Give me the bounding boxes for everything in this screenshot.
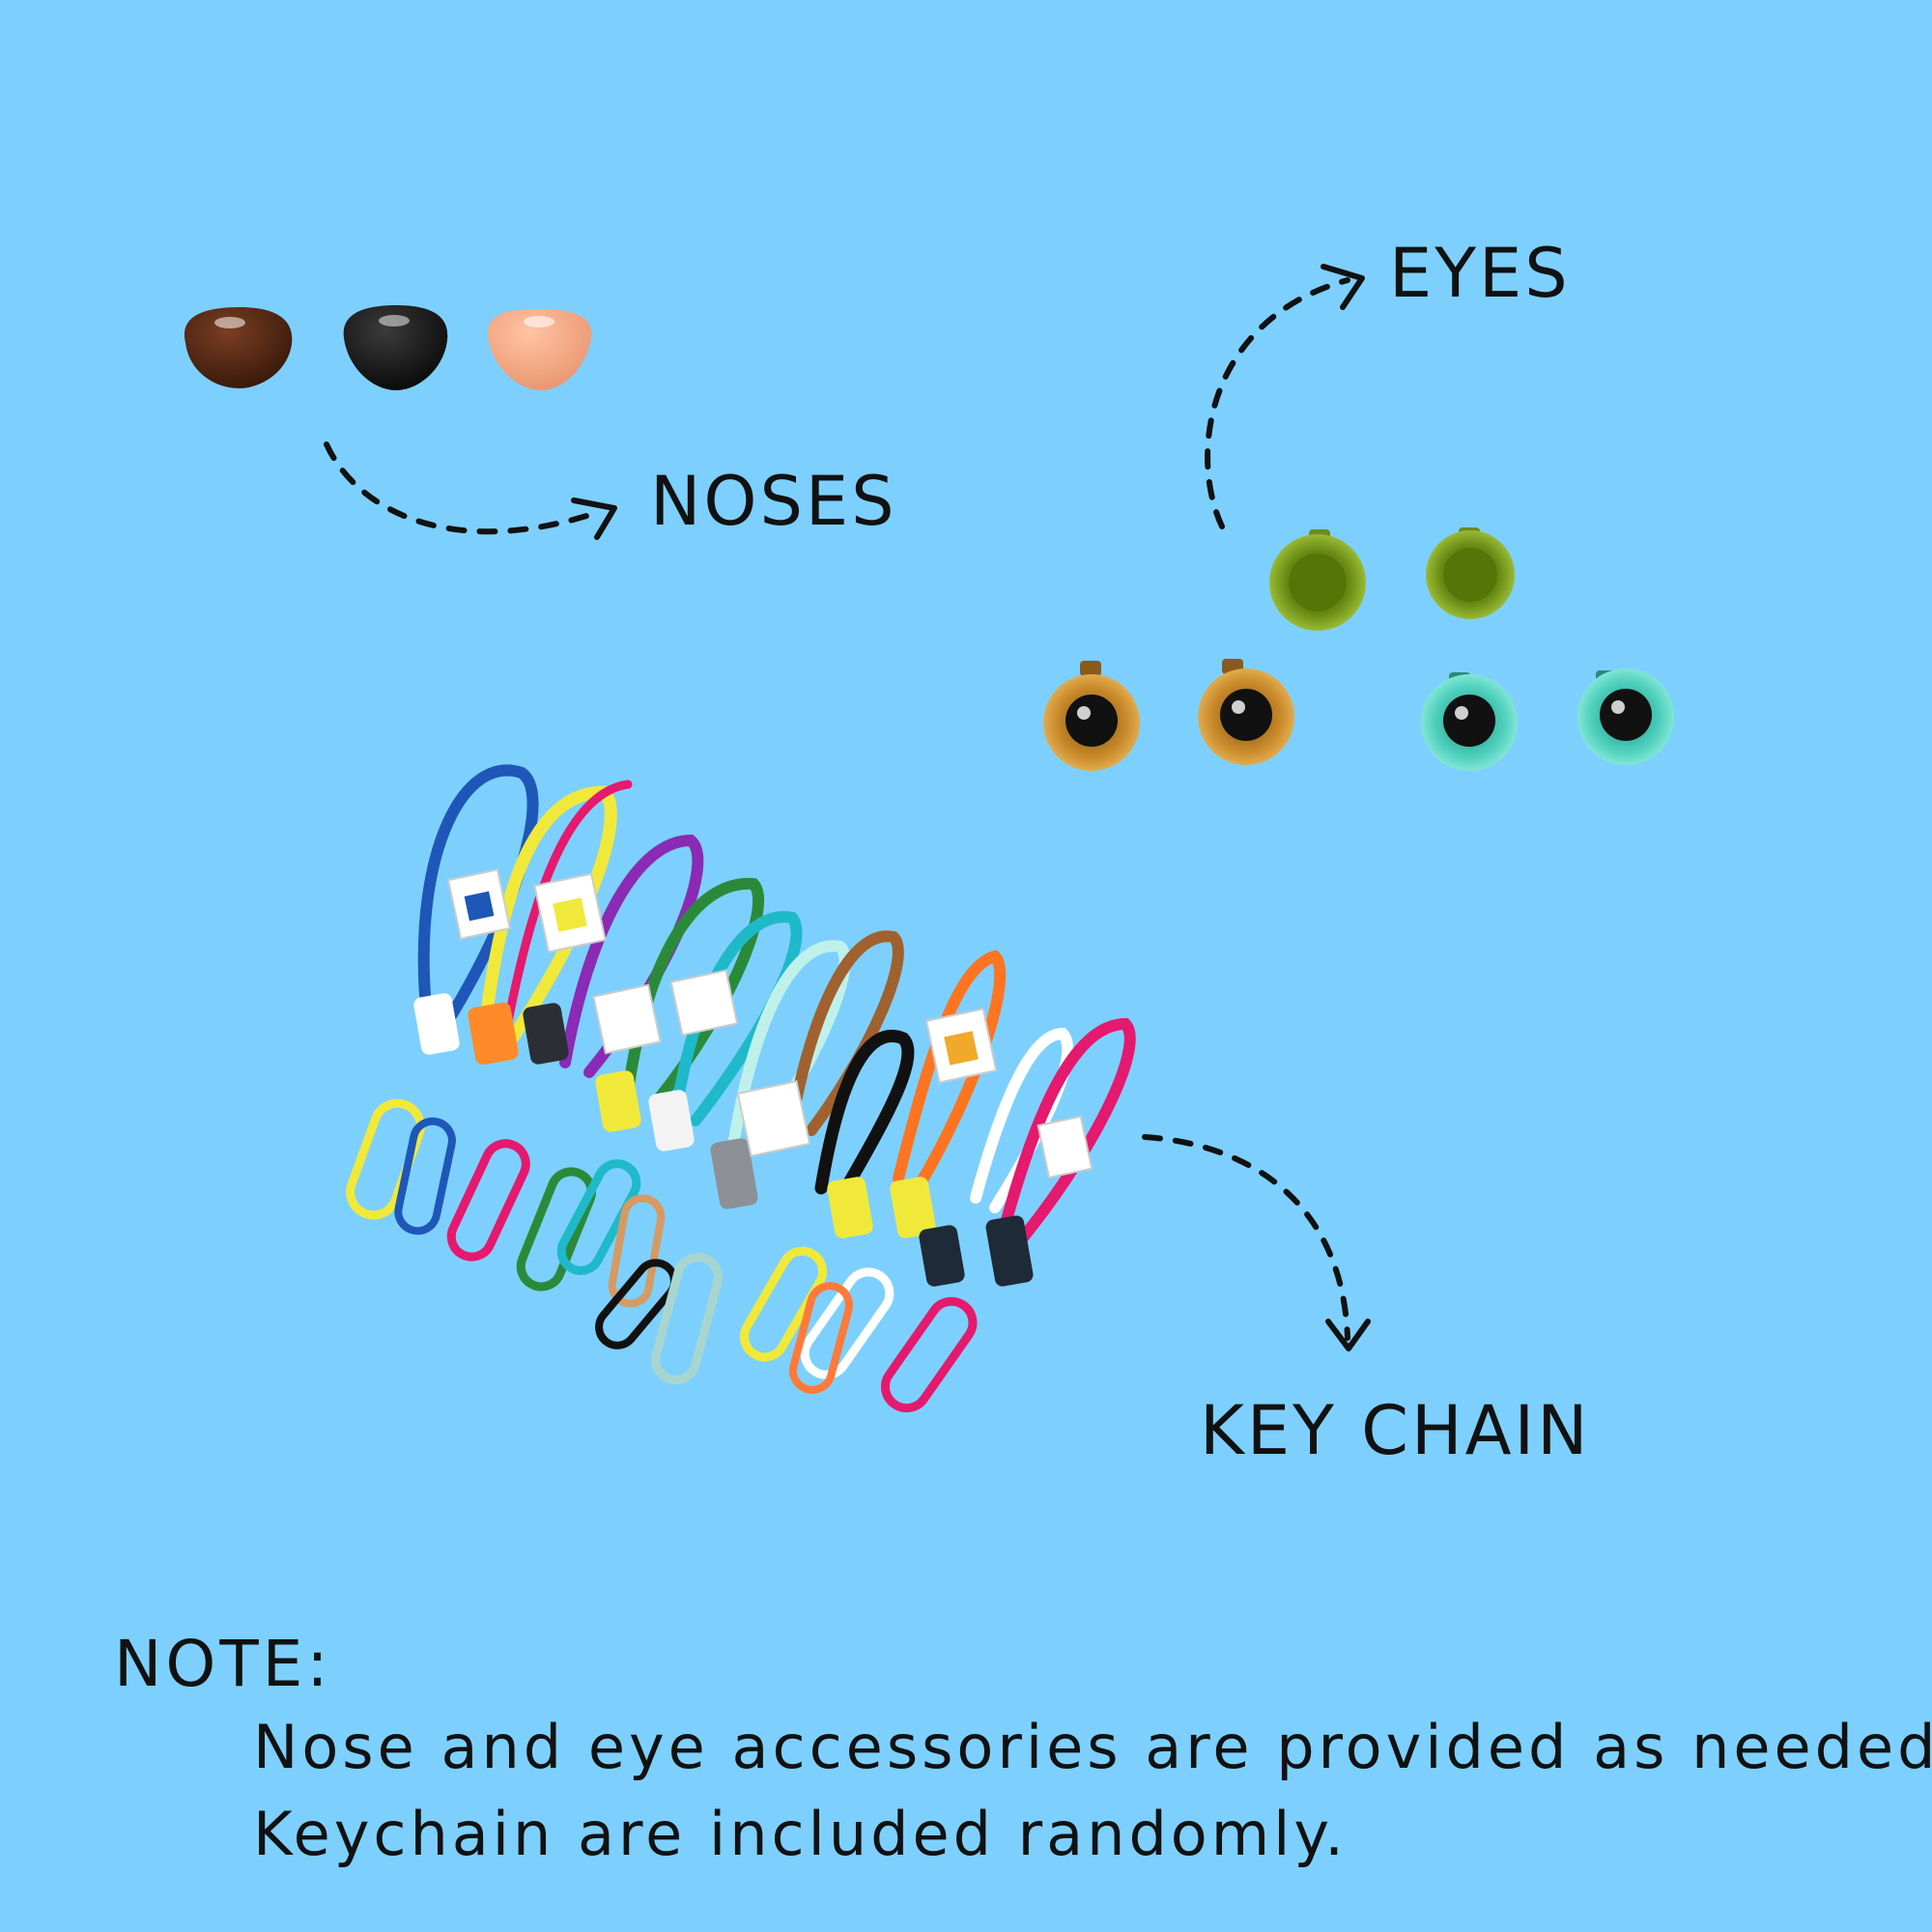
eye-amber-1 (1043, 661, 1140, 771)
eye-green-1 (1269, 529, 1366, 631)
nose-peach (487, 309, 592, 390)
nose-black (343, 305, 448, 390)
note-line-2: Keychain are included randomly. (253, 1799, 1348, 1869)
label-key-chain: KEY CHAIN (1200, 1391, 1591, 1470)
note-heading: NOTE: (114, 1627, 332, 1701)
eye-aqua-1 (1421, 672, 1518, 771)
nose-brown (184, 307, 293, 388)
eye-green-2 (1426, 527, 1515, 619)
dashed-arrow-noses-icon (324, 441, 617, 540)
note-line-1: Nose and eye accessories are provided as… (253, 1712, 1932, 1782)
dashed-arrow-key-chain-icon (1142, 1134, 1371, 1351)
dashed-arrow-eyes-icon (1205, 264, 1365, 529)
eye-aqua-2 (1577, 668, 1674, 765)
label-eyes: EYES (1389, 234, 1571, 313)
eye-amber-2 (1198, 659, 1294, 765)
label-noses: NOSES (650, 462, 897, 541)
keychain-cluster (346, 764, 1136, 1413)
